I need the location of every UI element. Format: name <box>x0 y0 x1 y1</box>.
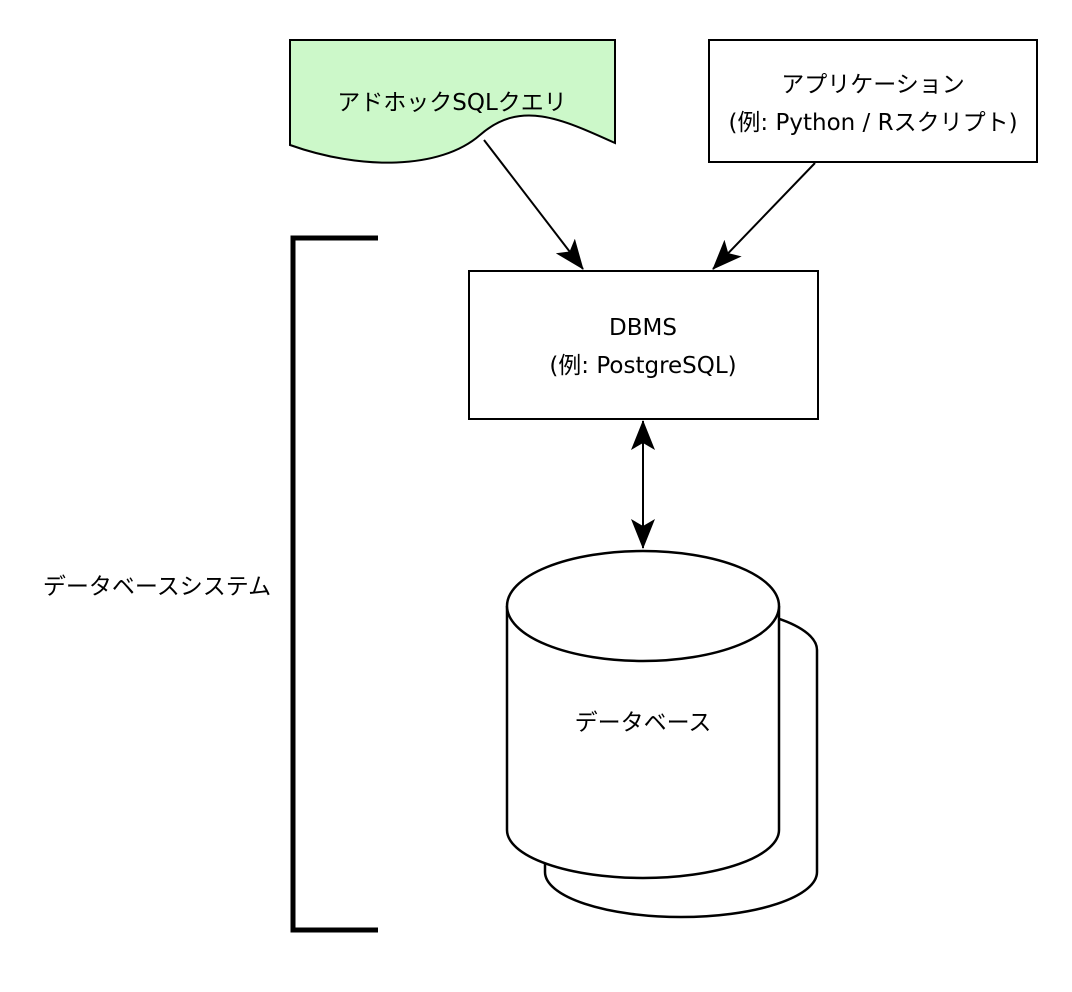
dbms-label-line2: (例: PostgreSQL) <box>549 353 736 379</box>
dbms-label-line1: DBMS <box>609 315 677 341</box>
application-box <box>708 39 1038 163</box>
arrow-application-to-dbms <box>712 162 816 270</box>
dbms-box <box>468 270 819 420</box>
database-front-cylinder <box>505 606 781 880</box>
adhoc-query-node[interactable]: アドホックSQLクエリ <box>289 39 616 164</box>
system-bracket <box>290 235 378 933</box>
database-node[interactable]: データベース <box>505 549 819 919</box>
dbms-node[interactable]: DBMS (例: PostgreSQL) <box>468 270 819 420</box>
application-node[interactable]: アプリケーション (例: Python / Rスクリプト) <box>708 39 1038 163</box>
arrow-adhoc-to-dbms <box>483 139 584 270</box>
application-label-line1: アプリケーション <box>781 72 965 98</box>
application-label-line2: (例: Python / Rスクリプト) <box>728 110 1017 136</box>
system-label: データベースシステム <box>43 574 271 600</box>
database-label: データベース <box>575 710 712 736</box>
document-shape <box>289 39 616 164</box>
adhoc-query-label: アドホックSQLクエリ <box>337 90 567 116</box>
database-front-top <box>505 549 781 663</box>
